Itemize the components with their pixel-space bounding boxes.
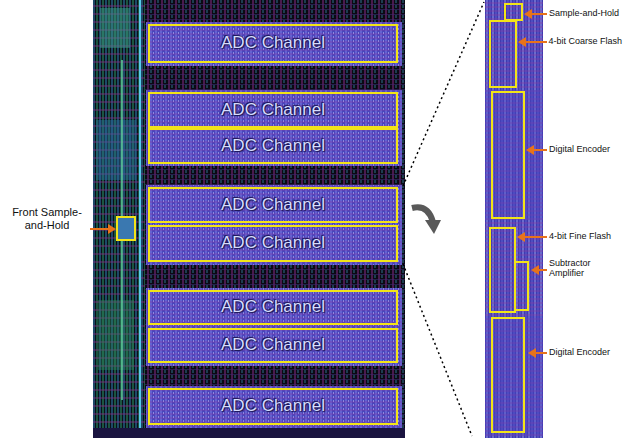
channel-label: ADC Channel [221,234,325,253]
callout-label: Digital Encoder [549,144,610,154]
channel-label: ADC Channel [221,101,325,120]
callout-label: Front Sample-and-Hold [3,206,91,231]
callout-label: Digital Encoder [549,347,610,357]
callout-label: Sample-and-Hold [549,8,619,18]
adc-channel-box: ADC Channel [148,24,398,63]
channel-label: ADC Channel [221,137,325,156]
callout-label: Subtractor Amplifier [549,258,611,279]
channel-label: ADC Channel [221,298,325,317]
adc-channel-box: ADC Channel [148,225,398,262]
channel-label: ADC Channel [221,397,325,416]
callout-label: 4-bit Fine Flash [549,231,611,241]
callout-label: 4-bit Coarse Flash [548,36,622,46]
channel-label: ADC Channel [221,34,325,53]
channel-label: ADC Channel [221,336,325,355]
adc-channel-box: ADC Channel [148,290,398,325]
adc-channel-box: ADC Channel [148,187,398,223]
adc-channel-box: ADC Channel [148,328,398,363]
adc-channel-box: ADC Channel [148,128,398,164]
adc-channel-box: ADC Channel [148,92,398,128]
channel-label: ADC Channel [221,196,325,215]
adc-channel-box: ADC Channel [148,388,398,425]
